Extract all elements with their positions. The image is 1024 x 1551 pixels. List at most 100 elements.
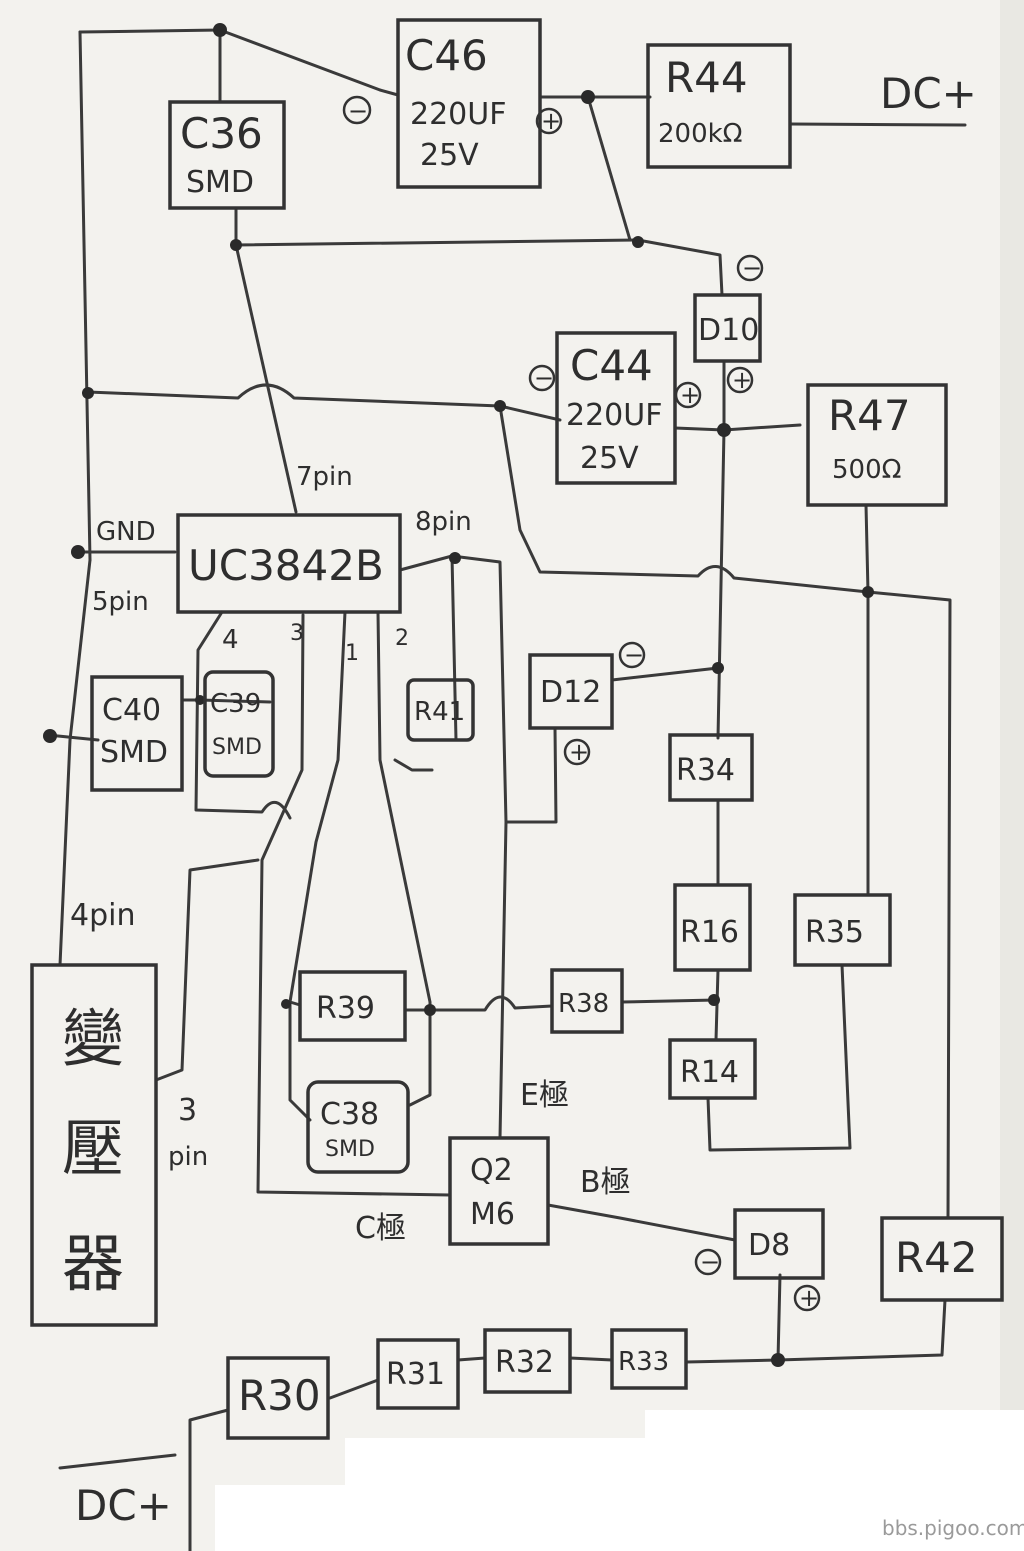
component-r34: R34 [668, 733, 754, 802]
blank-area-right [645, 1410, 1024, 1551]
c39-label: C39 [210, 689, 261, 719]
c44-capacitance: 220UF [566, 398, 662, 433]
component-c40: C40 SMD [90, 675, 184, 792]
d8-polarity: − + [694, 1248, 821, 1312]
junction-dot [71, 545, 85, 559]
c46-label: C46 [405, 31, 488, 80]
minus-symbol [342, 95, 372, 125]
component-r33: R33 [610, 1328, 688, 1390]
c40-type: SMD [100, 735, 168, 770]
junction-dot [494, 400, 506, 412]
junction-dot [230, 239, 242, 251]
wire-mid-horizontal [86, 383, 562, 422]
component-r47: R47 500Ω [806, 383, 948, 507]
junction-dot [424, 1004, 436, 1016]
junction-dot [213, 23, 227, 37]
component-uc3842b: UC3842B [176, 513, 402, 614]
wire-to-r47-node [498, 404, 870, 594]
pin3-transformer-word: pin [168, 1142, 208, 1172]
c36-label: C36 [180, 109, 263, 158]
component-r31: R31 [376, 1338, 460, 1410]
junction-dot [717, 423, 731, 437]
wire-left-top [78, 30, 92, 562]
wire-r33-right [684, 1358, 780, 1364]
d12-label: D12 [540, 675, 601, 710]
component-d8: D8 [733, 1208, 825, 1280]
junction-dot [195, 695, 205, 705]
c46-voltage: 25V [420, 138, 479, 173]
wire-r32-r33 [568, 1356, 614, 1362]
r31-label: R31 [386, 1357, 445, 1392]
r39-label: R39 [316, 991, 375, 1026]
pin7-label: 7pin [296, 462, 353, 492]
wire-r39-r38 [403, 995, 554, 1012]
c44-polarity: − + [528, 364, 702, 409]
component-d10: D10 [693, 293, 762, 363]
c38-type: SMD [325, 1137, 375, 1162]
c39-type: SMD [212, 735, 262, 760]
c44-voltage: 25V [580, 441, 639, 476]
junction-dot [632, 236, 644, 248]
pin2-number: 2 [395, 626, 409, 651]
component-r16: R16 [673, 883, 752, 972]
junction-dot [449, 552, 461, 564]
q2-type: M6 [470, 1197, 515, 1232]
plus-sign: + [541, 107, 561, 135]
wire-r30-left [188, 1408, 230, 1551]
uc3842b-label: UC3842B [188, 541, 384, 590]
blank-area-left [215, 1485, 345, 1551]
component-r38: R38 [550, 968, 624, 1034]
pin5-label: 5pin [92, 587, 149, 617]
junction-dot [862, 586, 874, 598]
transformer-char-2: 壓 [62, 1112, 124, 1185]
c36-type: SMD [186, 165, 254, 200]
r32-label: R32 [495, 1345, 554, 1380]
wire-pin3-transformer [154, 858, 260, 1082]
component-r30: R30 [226, 1356, 330, 1440]
junction-dot [281, 999, 291, 1009]
component-r14: R14 [668, 1038, 757, 1100]
r47-value: 500Ω [832, 455, 902, 485]
dc-plus-bottom-label: DC+ [75, 1481, 172, 1530]
c-pole-label: C極 [355, 1211, 406, 1246]
component-r41: R41 [406, 678, 475, 742]
component-c44: C44 220UF 25V [555, 331, 677, 485]
pin1-number: 1 [345, 641, 359, 666]
r33-label: R33 [618, 1347, 669, 1377]
transformer-char-1: 變 [62, 1002, 124, 1075]
junction-dots [43, 23, 874, 1367]
component-c38: C38 SMD [306, 1080, 410, 1174]
junction-dot [43, 729, 57, 743]
minus-symbol [694, 1248, 722, 1276]
c40-label: C40 [102, 693, 161, 728]
transformer-char-3: 器 [62, 1227, 124, 1300]
wire-c46-plus-diag [586, 95, 632, 242]
c38-label: C38 [320, 1097, 379, 1132]
minus-symbol [618, 641, 646, 669]
wire-left-lower [58, 558, 92, 967]
pin4-transformer-label: 4pin [70, 898, 135, 933]
b-pole-label: B極 [580, 1165, 631, 1200]
c44-label: C44 [570, 341, 653, 390]
wire-r31-r32 [456, 1356, 487, 1362]
c46-polarity: − + [342, 95, 563, 135]
r38-label: R38 [558, 989, 609, 1019]
blank-area-middle [345, 1438, 645, 1551]
r47-label: R47 [828, 391, 911, 440]
minus-sign: − [742, 254, 762, 282]
junction-dot [712, 662, 724, 674]
r44-label: R44 [665, 53, 748, 102]
minus-symbol [528, 364, 556, 392]
component-transformer: 變 壓 器 [30, 963, 158, 1327]
q2-label: Q2 [470, 1153, 513, 1188]
pin8-label: 8pin [415, 507, 472, 537]
wire-pin8-q2e [450, 554, 508, 1140]
minus-sign: − [348, 97, 368, 125]
r34-label: R34 [676, 753, 735, 788]
c46-capacitance: 220UF [410, 97, 506, 132]
junction-dot [82, 387, 94, 399]
r14-label: R14 [680, 1055, 739, 1090]
wire-to-pin7 [234, 243, 298, 514]
wire-top-to-c46 [218, 28, 400, 97]
